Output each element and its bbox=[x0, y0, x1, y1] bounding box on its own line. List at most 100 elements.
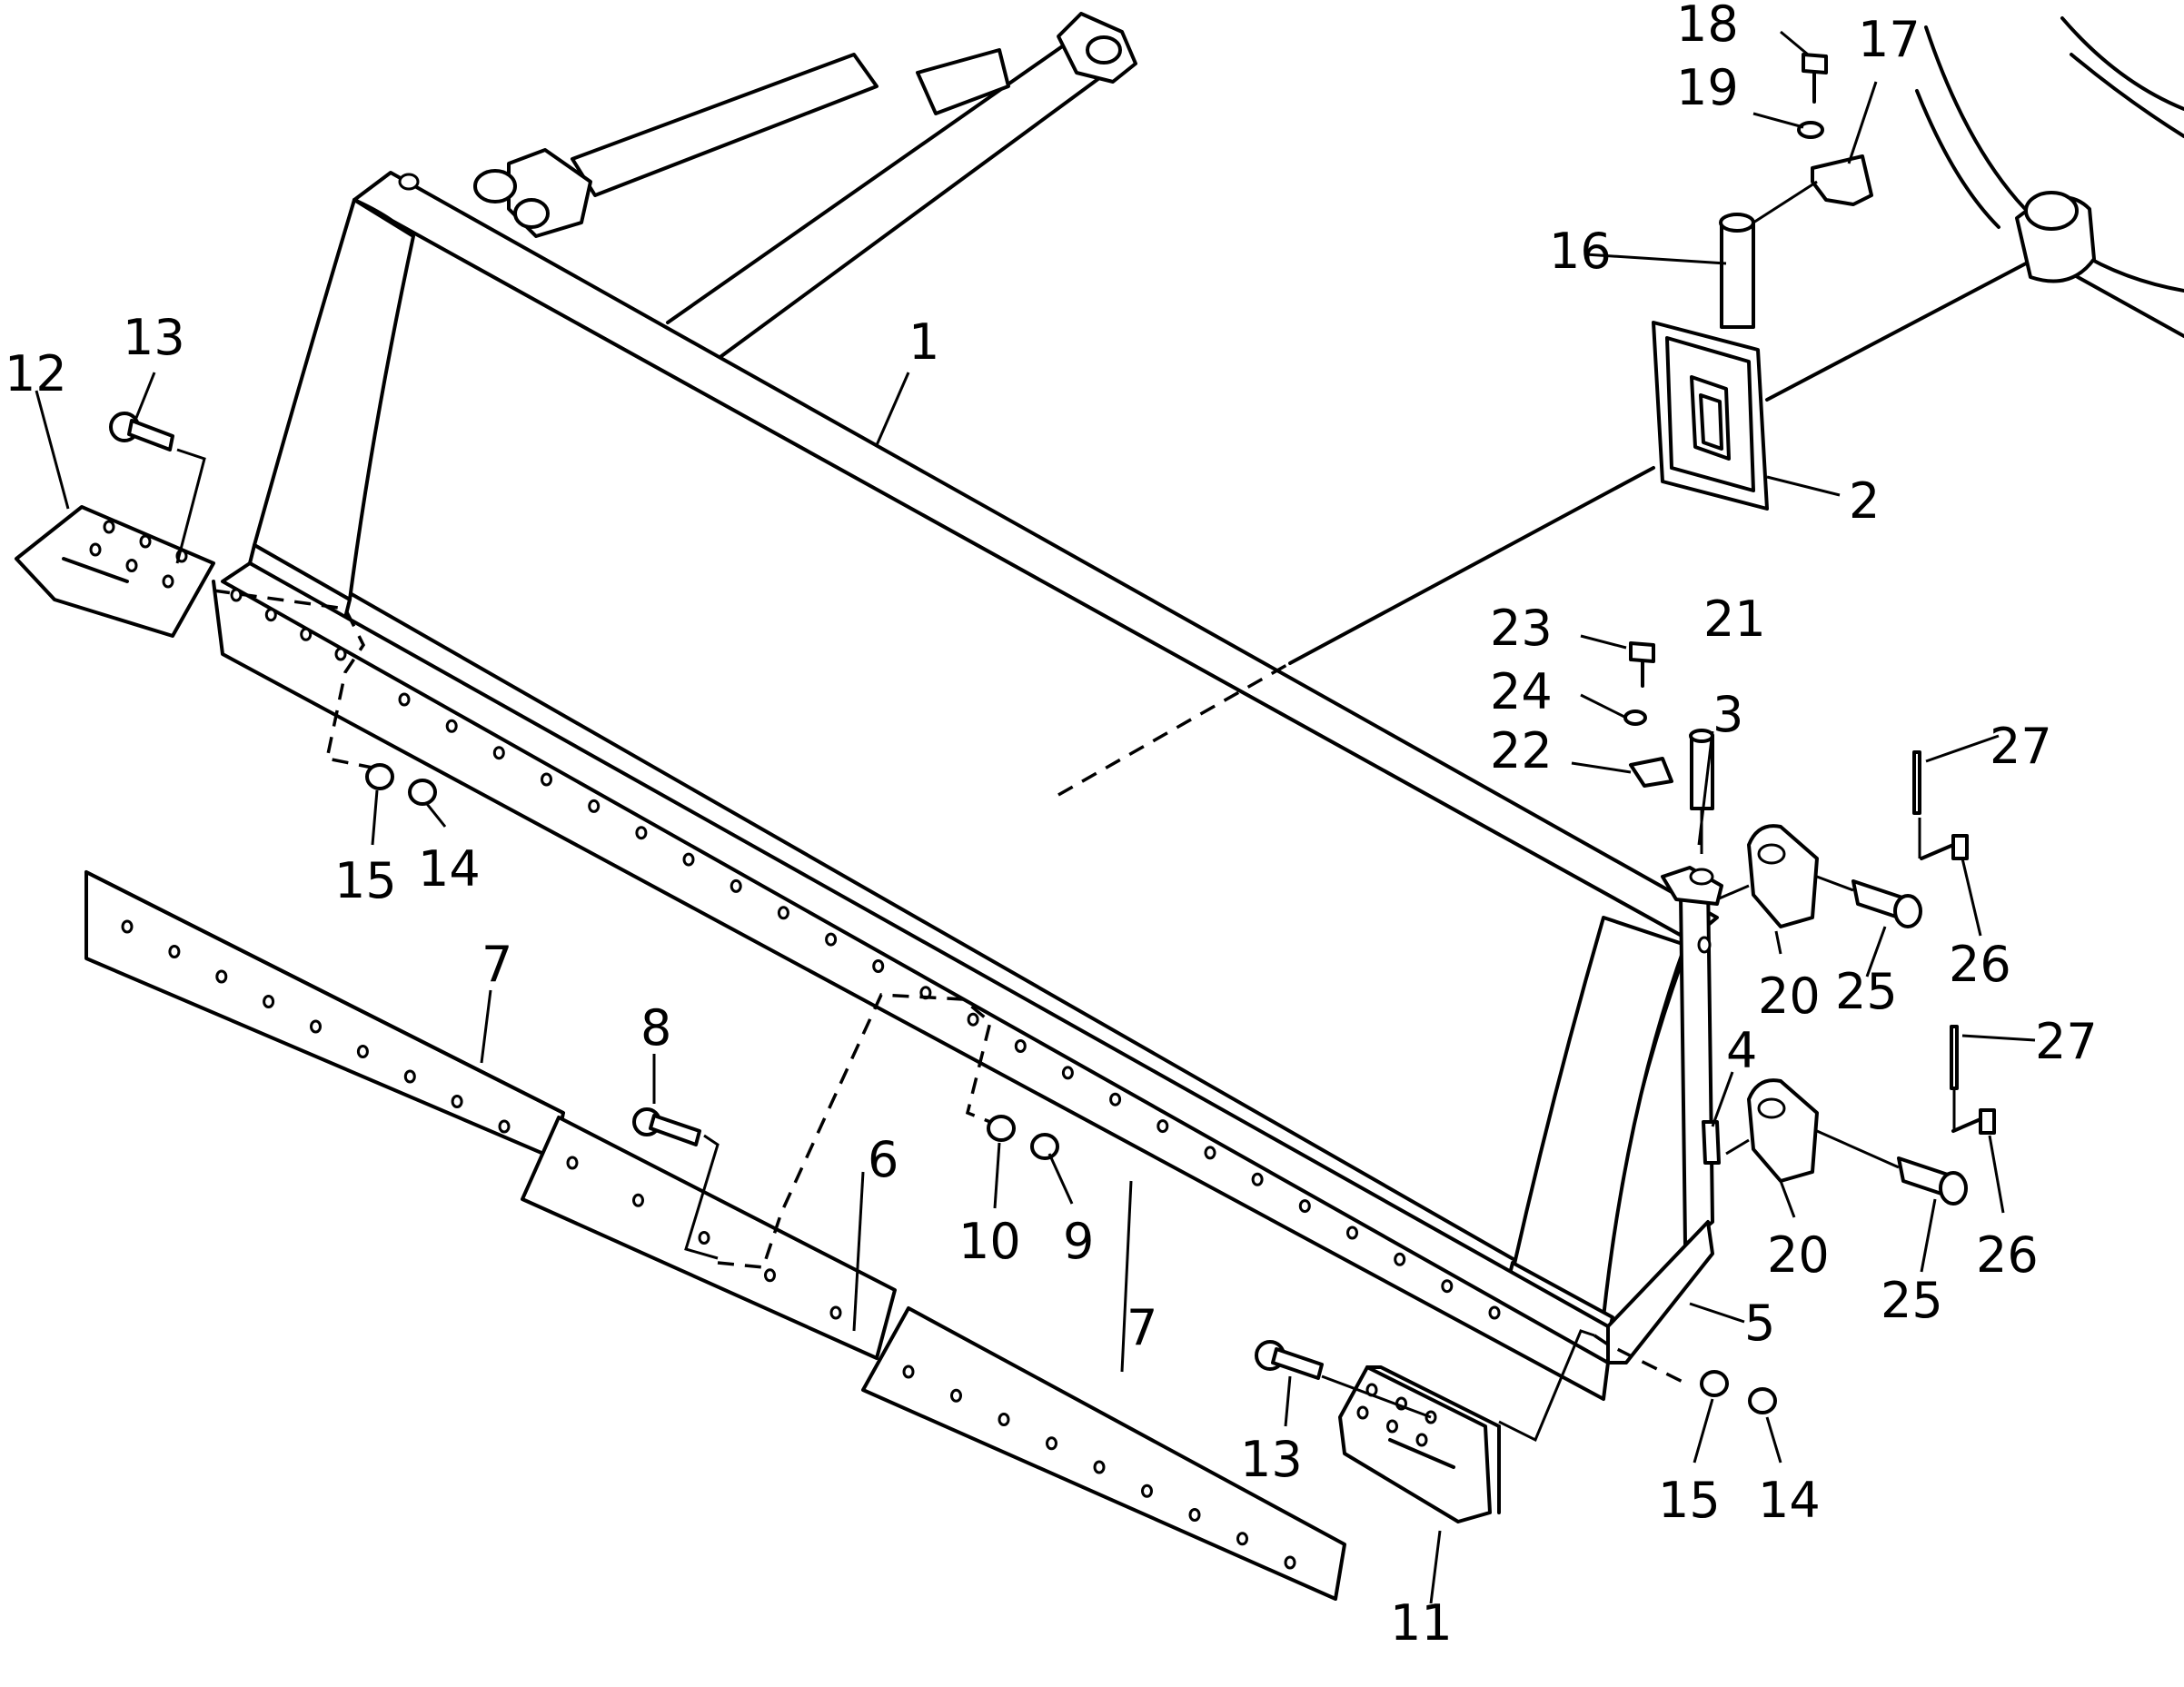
tractor-body-outline bbox=[1765, 16, 2184, 402]
mounting-leader-line bbox=[1288, 466, 1655, 665]
trunnion-bracket bbox=[1652, 321, 1769, 511]
cutting-edge-hole bbox=[121, 919, 134, 934]
cutting-edge-hole bbox=[215, 969, 228, 984]
cutting-edge-hole bbox=[950, 1388, 962, 1403]
callout-7-right: 7 bbox=[1127, 1299, 1157, 1356]
blade-bolt-hole bbox=[1157, 1119, 1169, 1134]
end-bit-hole bbox=[1415, 1433, 1428, 1447]
cutting-edge-hole bbox=[356, 1045, 369, 1058]
cutting-edge-holes bbox=[121, 919, 1296, 1570]
cutting-edge-7-left bbox=[84, 870, 565, 1160]
pin-25-lower bbox=[1897, 1156, 1968, 1206]
mounting-dash-line bbox=[1057, 661, 1291, 797]
bracket-3 bbox=[1661, 866, 1723, 906]
washer-15-left bbox=[365, 763, 394, 790]
cutting-edge-hole bbox=[498, 1119, 511, 1134]
washer-10 bbox=[987, 1115, 1016, 1142]
clevis-20-upper bbox=[1747, 824, 1819, 928]
cutting-edge-hole bbox=[698, 1231, 710, 1245]
callout-3: 3 bbox=[1712, 686, 1743, 743]
cutting-edge-hole bbox=[1046, 1436, 1057, 1451]
end-bit-hole bbox=[139, 534, 152, 549]
blade-bolt-hole bbox=[300, 627, 313, 641]
blade-bolt-hole bbox=[398, 692, 411, 707]
cutting-edge-hole bbox=[902, 1364, 915, 1379]
hydraulic-cylinder bbox=[473, 48, 1010, 238]
callout-16: 16 bbox=[1549, 223, 1612, 280]
end-bit-hole bbox=[125, 559, 138, 572]
blade-bolt-holes bbox=[230, 588, 1501, 1320]
cutting-edge-hole bbox=[1236, 1532, 1248, 1546]
nut-9 bbox=[1030, 1133, 1059, 1160]
blade-bolt-hole bbox=[730, 878, 742, 893]
blade-bolt-hole bbox=[588, 799, 601, 813]
assembly-line-11 bbox=[1321, 1374, 1432, 1419]
push-arm bbox=[666, 12, 1137, 361]
lock-plate-22 bbox=[1629, 757, 1673, 788]
callout-25-lower: 25 bbox=[1881, 1272, 1943, 1329]
cutting-edge-hole bbox=[764, 1268, 776, 1283]
callout-1: 1 bbox=[908, 313, 939, 371]
callout-9: 9 bbox=[1063, 1213, 1094, 1270]
cutting-edge-hole bbox=[1188, 1508, 1201, 1522]
blade-bolt-hole bbox=[1346, 1226, 1358, 1240]
pin-16 bbox=[1719, 213, 1755, 329]
bolt-23 bbox=[1629, 641, 1655, 688]
blade-bolt-hole bbox=[541, 772, 552, 787]
cutting-edge-hole bbox=[632, 1193, 644, 1207]
pin-25-upper bbox=[1851, 879, 1922, 928]
bolt-8 bbox=[632, 1107, 701, 1146]
callout-17: 17 bbox=[1858, 11, 1921, 68]
cutting-edge-7-right bbox=[861, 1306, 1346, 1601]
end-bit-hole bbox=[103, 520, 115, 534]
callout-7-left: 7 bbox=[481, 936, 512, 993]
callout-13-right: 13 bbox=[1240, 1431, 1303, 1488]
callout-labels: 1 2 3 4 5 6 7 7 8 9 10 11 12 13 13 14 14… bbox=[5, 0, 2098, 1652]
end-bit-holes-right bbox=[1356, 1383, 1437, 1447]
nut-14-right bbox=[1748, 1387, 1777, 1414]
blade-bolt-hole bbox=[1204, 1146, 1216, 1160]
callout-4: 4 bbox=[1726, 1022, 1757, 1079]
end-bit-hole bbox=[1386, 1419, 1398, 1434]
cutting-edge-hole bbox=[829, 1305, 842, 1320]
blade-assembly bbox=[212, 171, 1719, 1401]
callout-27-lower: 27 bbox=[2035, 1013, 2098, 1070]
callout-5: 5 bbox=[1744, 1295, 1775, 1352]
pin-21 bbox=[1689, 729, 1714, 810]
callout-20-lower: 20 bbox=[1767, 1226, 1830, 1284]
cutting-edge-hole bbox=[403, 1069, 416, 1084]
cutting-edge-hole bbox=[1093, 1460, 1106, 1474]
bolt-26-lower bbox=[1951, 1108, 1996, 1135]
washer-15-right bbox=[1700, 1370, 1729, 1397]
bolt-13-left bbox=[109, 412, 174, 452]
blade-bolt-hole bbox=[1251, 1172, 1264, 1186]
callout-6: 6 bbox=[868, 1131, 898, 1188]
callout-8: 8 bbox=[640, 999, 671, 1057]
cotter-pin-27-lower bbox=[1950, 1025, 1959, 1090]
blade-bolt-hole bbox=[492, 746, 505, 760]
blade-bolt-hole bbox=[1014, 1039, 1027, 1053]
bracket-4 bbox=[1702, 1120, 1721, 1165]
washer-19 bbox=[1797, 121, 1824, 139]
cutting-edge-hole bbox=[451, 1095, 463, 1108]
washer-24 bbox=[1623, 710, 1647, 726]
assembly-line-8 bbox=[684, 1134, 720, 1260]
blade-bolt-hole bbox=[334, 647, 347, 661]
blade-bolt-hole bbox=[445, 719, 458, 733]
blade-bolt-hole bbox=[1109, 1092, 1122, 1106]
blade-bolt-hole bbox=[635, 826, 648, 840]
blade-bolt-hole bbox=[967, 1012, 979, 1027]
callout-11: 11 bbox=[1390, 1594, 1453, 1652]
callout-13-left: 13 bbox=[123, 309, 185, 366]
blade-bolt-hole bbox=[1298, 1199, 1311, 1214]
end-bit-hole bbox=[162, 574, 174, 589]
blade-bolt-hole bbox=[1441, 1279, 1454, 1294]
callout-14-left: 14 bbox=[418, 840, 481, 898]
callout-26-lower: 26 bbox=[1976, 1226, 2039, 1284]
cutting-edge-hole bbox=[310, 1019, 322, 1034]
end-bit-hole bbox=[89, 542, 102, 557]
blade-bolt-hole bbox=[777, 906, 789, 920]
blade-bolt-hole bbox=[1061, 1066, 1074, 1080]
callout-20-upper: 20 bbox=[1758, 968, 1821, 1025]
callout-14-right: 14 bbox=[1758, 1472, 1821, 1529]
